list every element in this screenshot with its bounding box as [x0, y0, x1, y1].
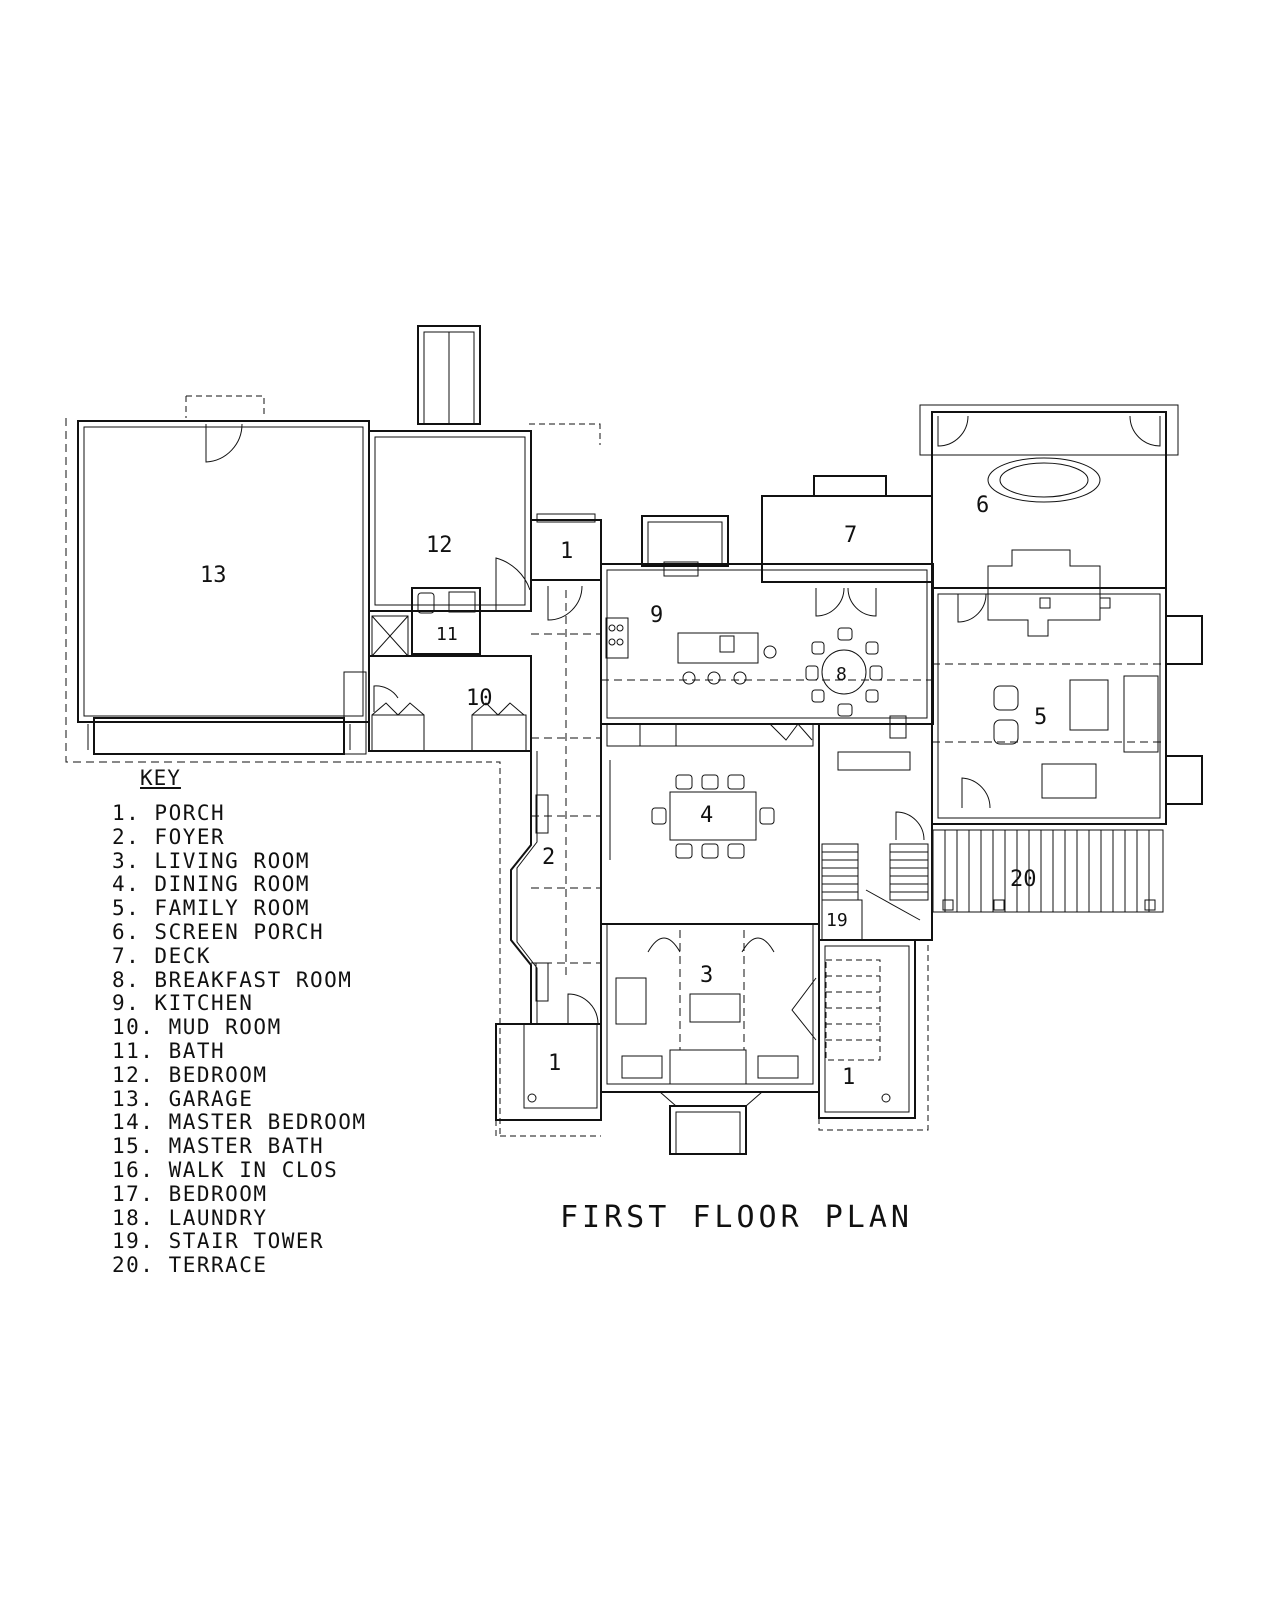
label-kitchen: 9 [650, 603, 663, 628]
key-list: 1. PORCH 2. FOYER 3. LIVING ROOM 4. DINI… [112, 801, 442, 1278]
label-mud-room: 10 [466, 686, 493, 711]
breakfast-table [821, 649, 867, 695]
key-item: 8. BREAKFAST ROOM [112, 967, 353, 992]
key-item: 14. MASTER BEDROOM [112, 1110, 367, 1135]
key-item: 1. PORCH [112, 801, 226, 825]
key-item: 10. MUD ROOM [112, 1015, 282, 1040]
label-bedroom-12: 12 [426, 533, 453, 558]
bath-11-walls [411, 587, 481, 655]
dining-table [669, 791, 757, 841]
family-room-walls [931, 587, 1167, 825]
label-family-room: 5 [1034, 705, 1047, 730]
key-item: 5. FAMILY ROOM [112, 896, 311, 921]
stair-treads [821, 843, 929, 921]
terrace [932, 829, 1164, 913]
key-item: 9. KITCHEN [112, 991, 254, 1016]
plan-title: FIRST FLOOR PLAN [560, 1200, 913, 1235]
key-item: 2. FOYER [112, 824, 226, 849]
label-porch-north: 1 [560, 539, 573, 564]
key-item: 6. SCREEN PORCH [112, 919, 325, 944]
key-item: 20. TERRACE [112, 1253, 268, 1278]
foyer-walls [510, 751, 532, 1024]
key-item: 15. MASTER BATH [112, 1134, 325, 1159]
key-item: 19. STAIR TOWER [112, 1229, 325, 1254]
label-porch-east: 1 [842, 1065, 855, 1090]
key-item: 17. BEDROOM [112, 1181, 268, 1206]
key-title: KEY [140, 766, 181, 790]
label-stair-tower: 19 [826, 910, 848, 931]
living-room-walls [600, 923, 820, 1093]
label-living-room: 3 [700, 963, 713, 988]
key-item: 4. DINING ROOM [112, 872, 311, 897]
kitchen-breakfast-walls [600, 563, 934, 725]
label-garage: 13 [200, 563, 227, 588]
stair-tower-walls [818, 723, 933, 941]
label-bath-11: 11 [436, 624, 458, 645]
label-breakfast: 8 [836, 664, 847, 685]
mud-room-walls [368, 655, 532, 752]
label-foyer: 2 [542, 845, 555, 870]
key-item: 7. DECK [112, 943, 212, 968]
key-item: 16. WALK IN CLOS [112, 1157, 339, 1182]
screen-porch-walls [931, 411, 1167, 589]
label-deck: 7 [844, 523, 857, 548]
terrace-hatching [944, 830, 1150, 912]
key-item: 11. BATH [112, 1038, 226, 1063]
key-item: 3. LIVING ROOM [112, 848, 311, 873]
label-porch-west: 1 [548, 1051, 561, 1076]
label-screen-porch: 6 [976, 493, 989, 518]
label-terrace: 20 [1010, 867, 1037, 892]
porch-east-walls [818, 939, 916, 1119]
key-item: 12. BEDROOM [112, 1062, 268, 1087]
legend-key: KEY 1. PORCH 2. FOYER 3. LIVING ROOM 4. … [112, 766, 442, 1278]
bedroom-12-walls [368, 430, 532, 612]
label-dining-room: 4 [700, 803, 713, 828]
hot-tub [987, 457, 1101, 503]
porch-north-walls [530, 519, 602, 581]
key-item: 13. GARAGE [112, 1086, 254, 1111]
key-item: 18. LAUNDRY [112, 1205, 268, 1230]
